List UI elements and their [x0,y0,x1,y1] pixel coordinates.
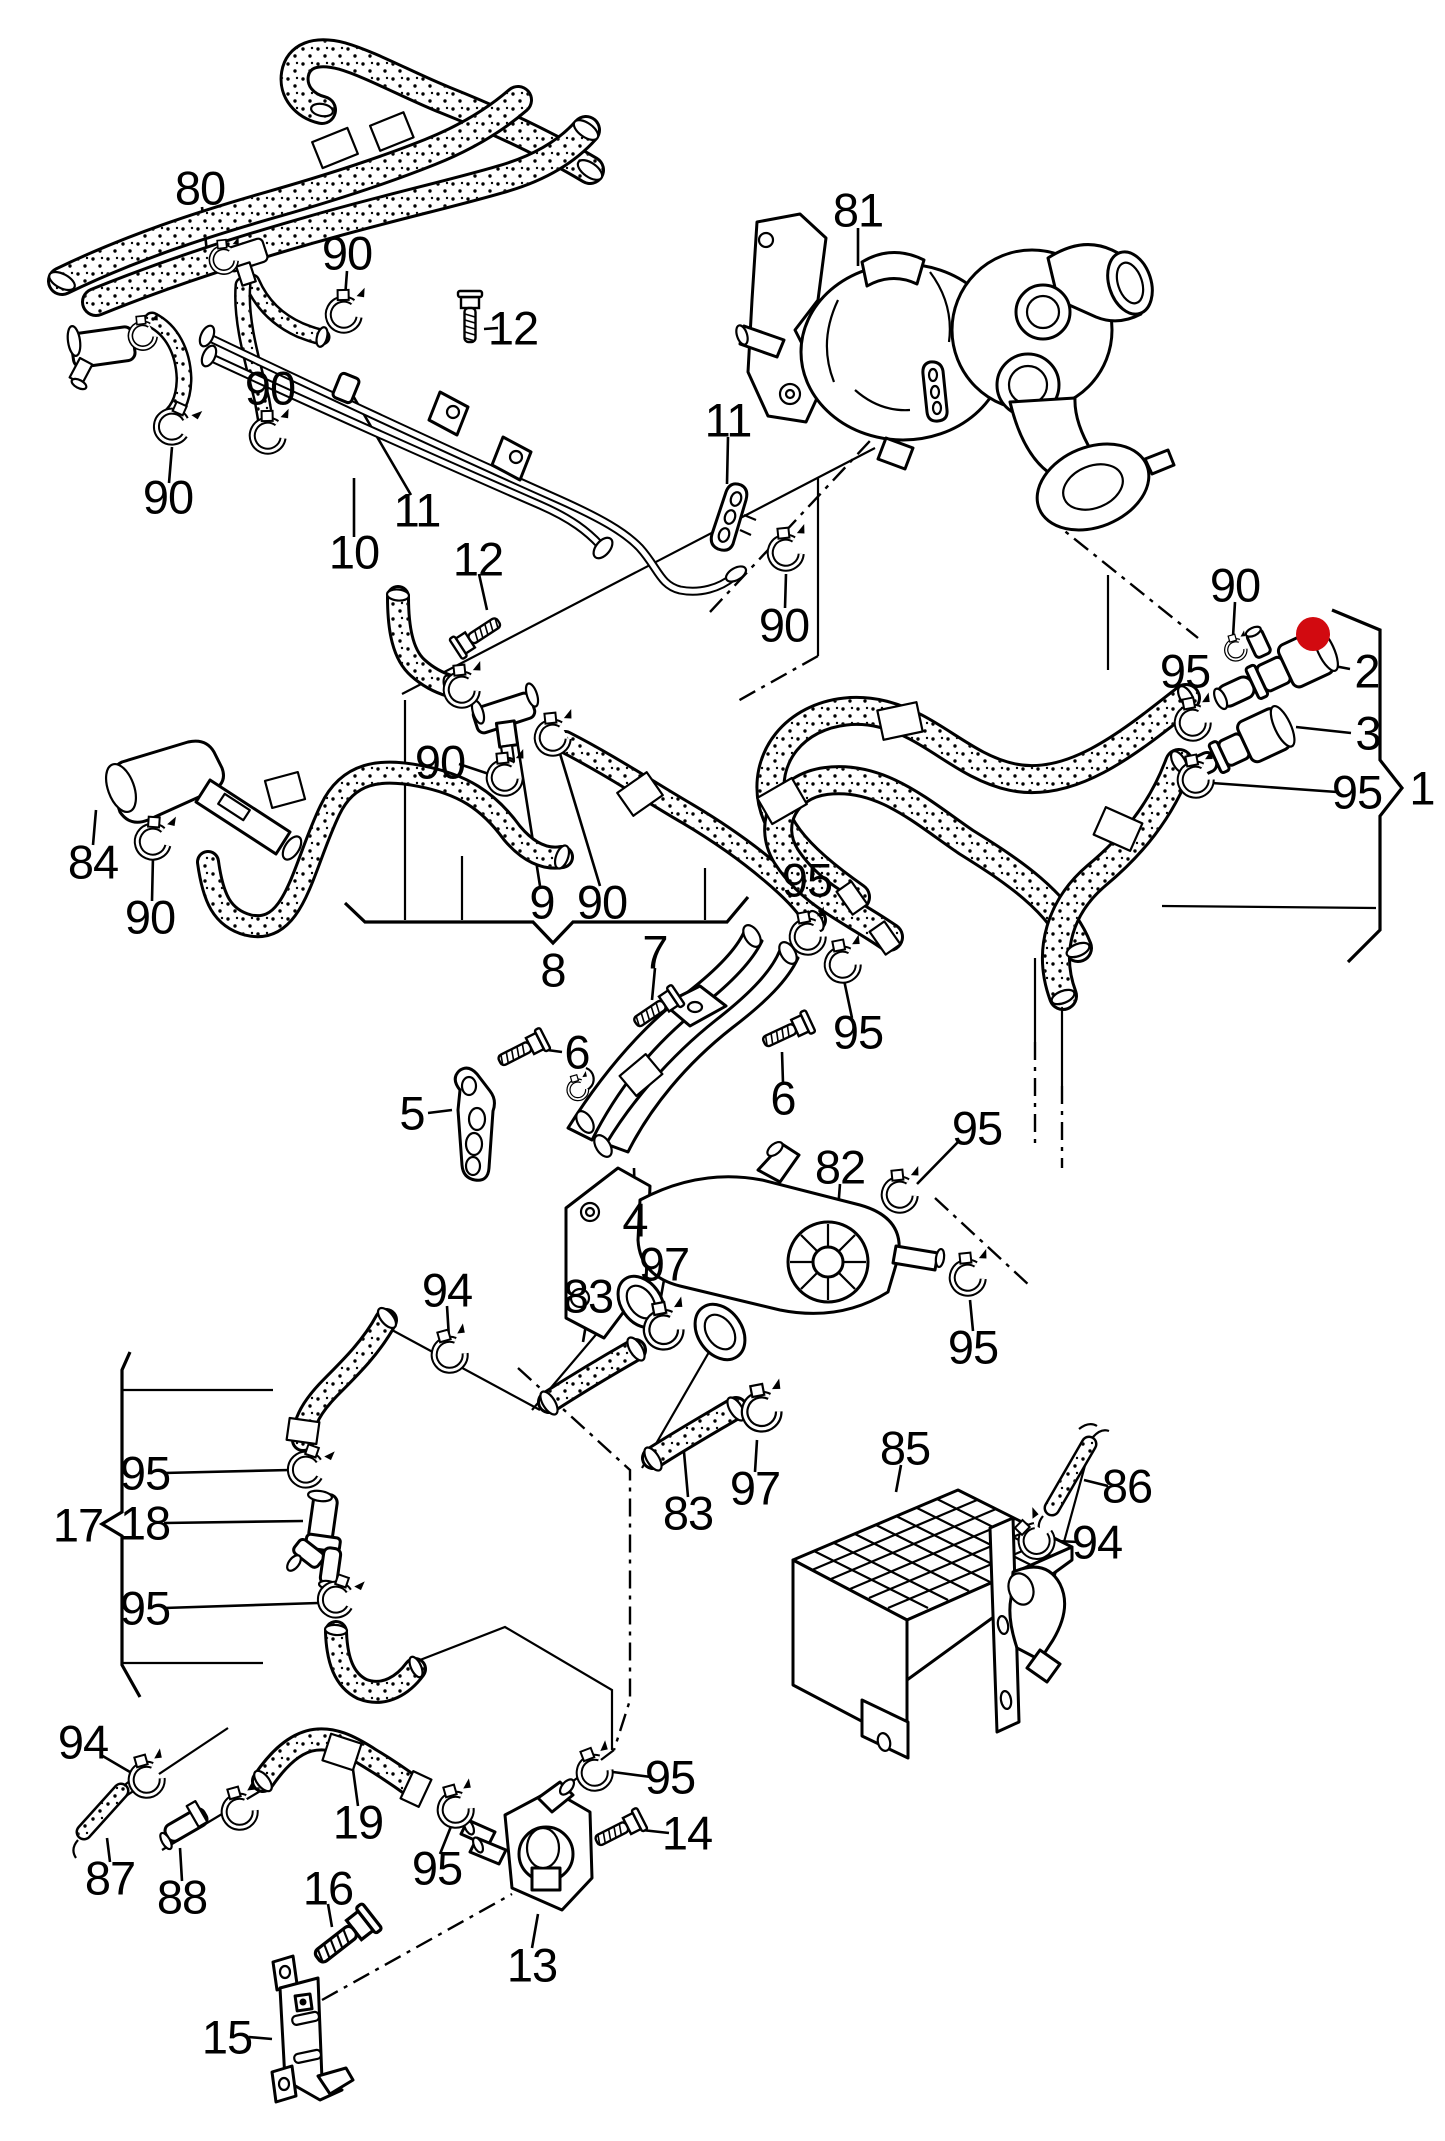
callout-95-43: 95 [120,1582,170,1635]
callout-95-13: 95 [1160,645,1210,698]
callout-95-25: 95 [833,1006,883,1059]
coolant-pipe-assembly-4 [453,924,800,1182]
hose-19-assembly [72,1734,594,2104]
callout-95-31: 95 [952,1102,1002,1155]
callout-90-10: 90 [759,599,809,652]
callout-95-41: 95 [120,1447,170,1500]
callout-10-6: 10 [329,526,379,579]
hoses-83 [537,1336,748,1472]
gasket-5 [453,1066,496,1182]
callout-90-1: 90 [322,227,372,280]
callout-17-40: 17 [53,1499,103,1552]
callout-90-18: 90 [125,891,175,944]
callout-90-2: 90 [245,362,295,415]
callout-94-44: 94 [422,1264,472,1317]
callout-94-52: 94 [58,1716,108,1769]
callout-8-22: 8 [540,944,565,997]
vent-hose-group-17 [285,1306,426,1692]
callout-81-8: 81 [833,184,883,237]
callout-11-5: 11 [394,484,441,537]
callout-7-23: 7 [642,926,667,979]
callout-95-47: 95 [645,1751,695,1804]
callout-85-37: 85 [880,1422,930,1475]
callout-82-30: 82 [815,1141,865,1194]
callout-14-48: 14 [662,1807,712,1860]
group-brackets [98,608,1405,1698]
callout-95-46: 95 [412,1842,462,1895]
callout-4-29: 4 [622,1194,647,1247]
pipe-stub-88 [159,1800,209,1851]
callout-84-17: 84 [68,836,118,889]
callout-19-45: 19 [333,1796,383,1849]
highlight-marker [1296,617,1330,651]
callout-83-34: 83 [563,1270,613,1323]
shutoff-valve-13 [459,1778,594,1912]
callout-12-4: 12 [488,302,538,355]
breather-fitting-84 [104,739,572,926]
callout-5-28: 5 [399,1087,424,1140]
callout-12-7: 12 [453,533,503,586]
callout-6-27: 6 [770,1072,795,1125]
pipe-rail-assembly-10 [198,324,757,591]
tee-valve-fitting [66,325,137,391]
callout-1-16: 1 [1409,762,1434,815]
callout-95-32: 95 [948,1321,998,1374]
t-piece-18 [286,1489,343,1591]
callout-95-15: 95 [1332,766,1382,819]
callout-90-11: 90 [1210,559,1260,612]
group-bracket-8 [343,895,750,946]
callout-15-50: 15 [202,2011,252,2064]
callout-18-42: 18 [120,1497,170,1550]
callout-6-26: 6 [564,1026,589,1079]
gasket-strip [921,360,949,423]
pipe-bracket-tab [427,390,533,482]
hose-bundle-1 [757,684,1197,1007]
callout-9-20: 9 [529,876,554,929]
callout-86-38: 86 [1102,1460,1152,1513]
callout-97-33: 97 [639,1238,689,1291]
callout-90-21: 90 [577,876,627,929]
callout-90-3: 90 [143,471,193,524]
callout-80-0: 80 [175,162,225,215]
callout-95-24: 95 [782,854,832,907]
callout-2-12: 2 [1354,645,1379,698]
quick-connector-2 [1213,625,1339,711]
callout-13-49: 13 [507,1939,557,1992]
callout-16-51: 16 [303,1862,353,1915]
gasket-11 [709,482,757,552]
callout-94-39: 94 [1072,1516,1122,1569]
heater-core-85 [791,1488,1074,1760]
mounting-bracket-15 [270,1954,355,2104]
group-bracket-17 [98,1351,142,1698]
pipe-clip [331,371,361,405]
callout-88-54: 88 [157,1871,207,1924]
callout-87-53: 87 [85,1852,135,1905]
callout-90-19: 90 [415,736,465,789]
bolts [306,289,817,1973]
callout-83-35: 83 [663,1487,713,1540]
callout-11-9: 11 [705,394,752,447]
callout-3-14: 3 [1355,707,1380,760]
thermostat-housing-82 [564,1140,946,1362]
turbocharger-81 [735,212,1176,532]
group-bracket-1 [1331,608,1405,964]
callout-97-36: 97 [730,1462,780,1515]
